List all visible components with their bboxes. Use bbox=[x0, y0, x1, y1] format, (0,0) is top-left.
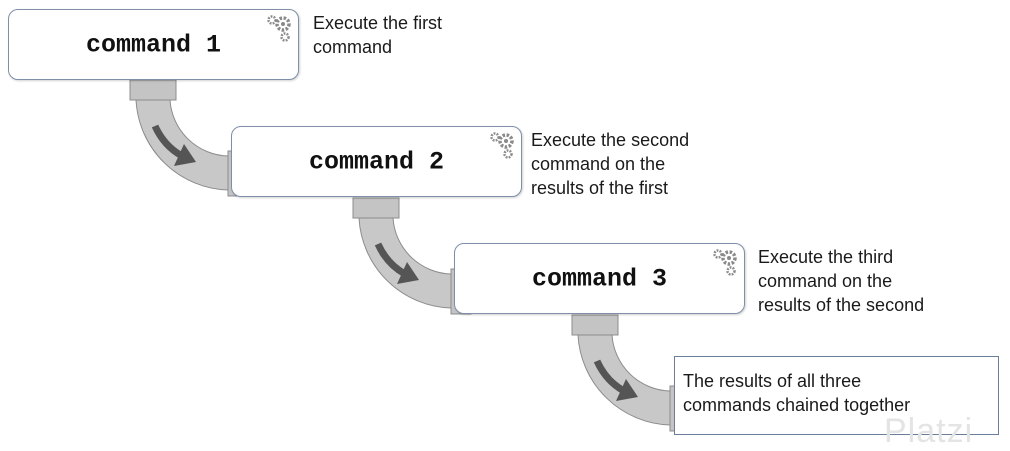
command-label: command 1 bbox=[85, 30, 222, 59]
result-line: commands chained together bbox=[683, 395, 911, 415]
description-line: results of the first bbox=[531, 178, 669, 198]
command-label: command 2 bbox=[308, 147, 445, 176]
step-description-3: Execute the third command on the results… bbox=[758, 245, 924, 317]
step-description-1: Execute the first command bbox=[313, 11, 442, 59]
watermark: Platzi bbox=[884, 412, 974, 450]
description-line: Execute the third bbox=[758, 247, 894, 267]
gears-icon bbox=[713, 249, 737, 276]
description-line: Execute the first bbox=[313, 13, 443, 33]
description-line: command on the bbox=[531, 154, 666, 174]
description-line: Execute the second bbox=[531, 130, 690, 150]
result-line: The results of all three bbox=[683, 371, 862, 391]
gears-icon bbox=[267, 15, 291, 42]
command-label: command 3 bbox=[531, 264, 668, 293]
pipe-elbow-3 bbox=[572, 315, 690, 431]
gears-icon bbox=[490, 132, 514, 159]
result-box: The results of all three commands chaine… bbox=[674, 356, 999, 435]
description-line: command on the bbox=[758, 271, 893, 291]
command-box-2: command 2 bbox=[231, 126, 522, 197]
step-description-2: Execute the second command on the result… bbox=[531, 128, 689, 200]
description-line: command bbox=[313, 37, 393, 57]
description-line: results of the second bbox=[758, 295, 925, 315]
command-box-3: command 3 bbox=[454, 243, 745, 314]
command-box-1: command 1 bbox=[8, 9, 299, 80]
